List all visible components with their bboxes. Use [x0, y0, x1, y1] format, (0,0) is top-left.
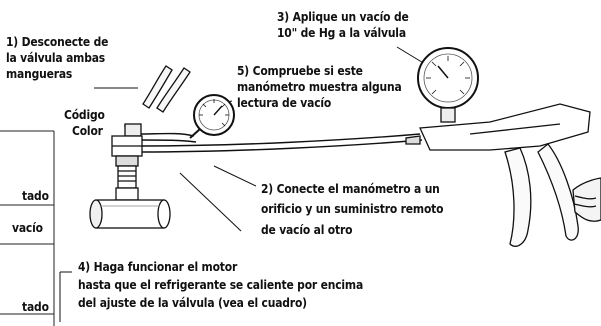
step-4-line-2: hasta que el refrigerante se caliente po…	[78, 277, 364, 292]
step-2-line-3: de vacío al otro	[261, 222, 353, 237]
table-fragment-3: tado	[22, 299, 49, 314]
step-1-line-1: 1) Desconecte de	[6, 34, 109, 49]
hand-vacuum-pump	[405, 47, 601, 247]
color-label: Color	[72, 123, 103, 138]
step-3-line-1: 3) Aplique un vacío de	[277, 9, 409, 24]
small-vacuum-gauge	[189, 94, 235, 139]
step-2-line-1: 2) Conecte el manómetro a un	[261, 181, 440, 196]
step-1-line-2: la válvula ambas	[6, 50, 106, 65]
hoses	[139, 132, 423, 153]
step-4-line-1: 4) Haga funcionar el motor	[78, 259, 238, 274]
step-3-line-2: 10" de Hg a la válvula	[277, 25, 406, 40]
step-2-line-2: orificio y un suministro remoto	[261, 201, 444, 216]
vacuum-valve	[111, 123, 143, 201]
codigo-label: Código	[64, 107, 105, 122]
step-4-line-3: del ajuste de la válvula (vea el cuadro)	[78, 295, 307, 310]
step-5-line-1: 5) Compruebe si este	[237, 63, 363, 78]
valve-table-fragment	[0, 130, 55, 326]
detached-hoses	[142, 65, 191, 113]
step-5-line-3: lectura de vacío	[237, 95, 332, 110]
step-5-line-2: manómetro muestra alguna	[237, 79, 402, 94]
step-1-line-3: mangueras	[6, 66, 73, 81]
table-fragment-2: vacío	[12, 220, 43, 235]
table-fragment-1: tado	[22, 188, 49, 203]
coolant-pipe	[89, 199, 171, 229]
